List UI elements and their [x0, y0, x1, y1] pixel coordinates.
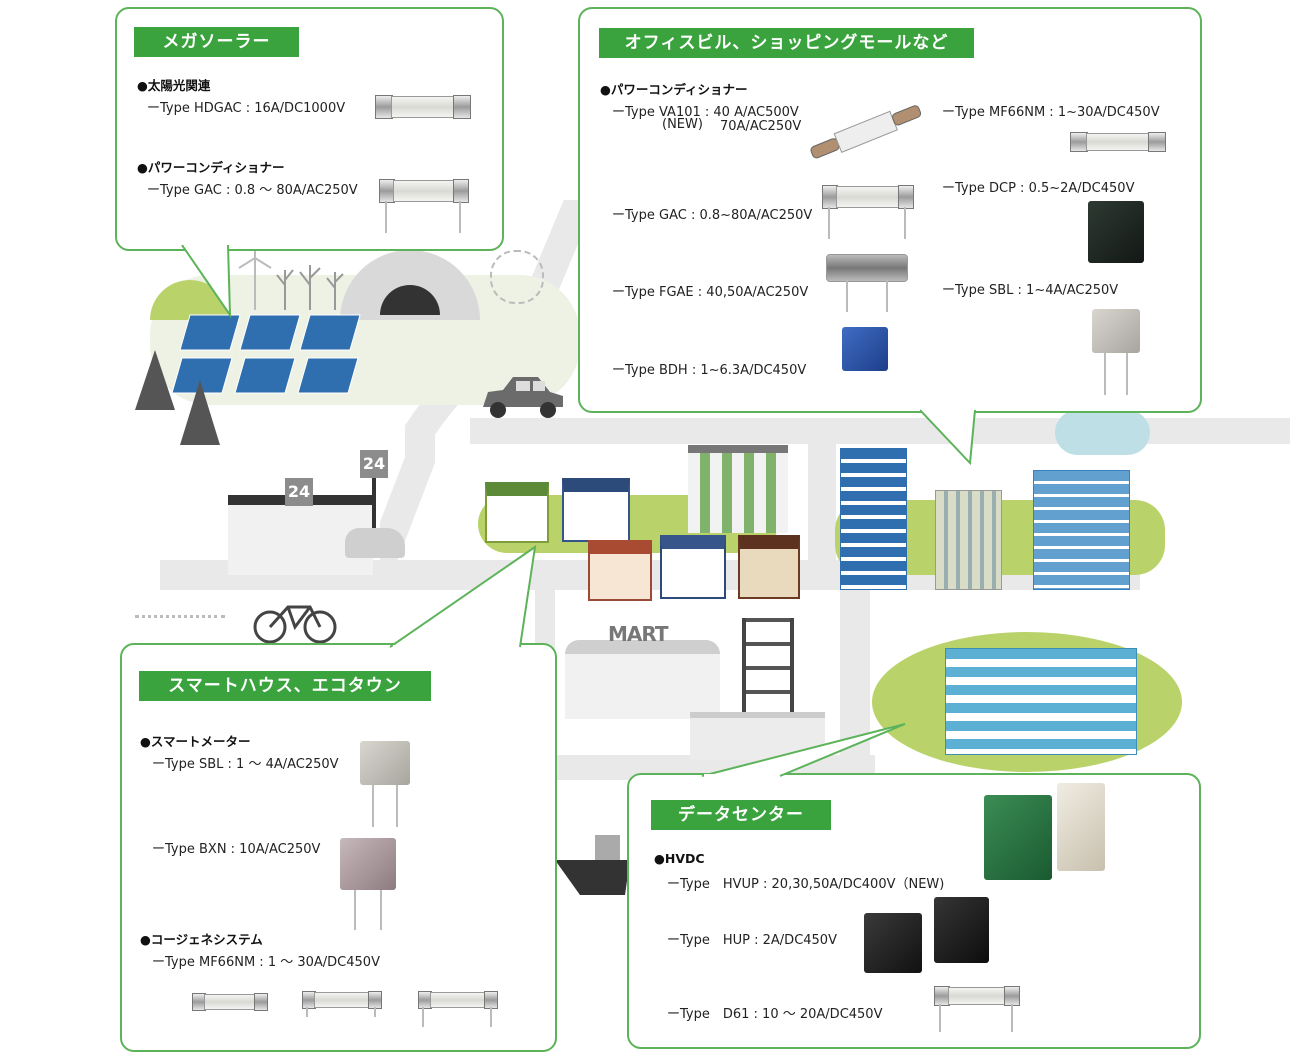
- store-sign: 24: [285, 478, 313, 506]
- fuse-leg: [1104, 353, 1106, 395]
- section-heading: ●HVDC: [654, 851, 705, 866]
- house-icon: [485, 482, 549, 543]
- fuse-icon: [934, 985, 1020, 1035]
- type-va101: ーType VA101 : 40 A/AC500V: [612, 105, 799, 120]
- building-icon: [840, 448, 907, 590]
- fuse-icon: [984, 795, 1052, 880]
- fuse-icon: [379, 177, 469, 237]
- bicycle-icon: [253, 605, 337, 644]
- fuse-leg: [372, 785, 374, 827]
- type-sbl: ーType SBL : 1~4A/AC250V: [942, 283, 1119, 298]
- smart-house-title: スマートハウス、エコタウン: [139, 671, 431, 701]
- fuse-leg: [354, 890, 356, 930]
- fuse-icon: [810, 105, 922, 159]
- office-title: オフィスビル、ショッピングモールなど: [599, 28, 974, 58]
- mega-solar-panel: メガソーラー ●太陽光関連 ーType HDGAC : 16A/DC1000V …: [115, 7, 504, 251]
- office-panel: オフィスビル、ショッピングモールなど ●パワーコンディショナー ーType VA…: [578, 7, 1202, 413]
- type-gac: ーType GAC : 0.8~80A/AC250V: [612, 208, 813, 223]
- type-sbl: ーType SBL : 1 ～ 4A/AC250V: [152, 757, 339, 772]
- section-heading: ●太陽光関連: [137, 78, 211, 93]
- data-center-panel: データセンター ●HVDC ーType HVUP : 20,30,50A/DC4…: [627, 773, 1201, 1049]
- building-icon: [935, 490, 1002, 590]
- type-hdgac: ーType HDGAC : 16A/DC1000V: [147, 101, 346, 116]
- mart-sign: MART: [608, 622, 669, 646]
- fuse-icon: [1092, 309, 1140, 353]
- section-heading: ●スマートメーター: [140, 734, 251, 749]
- type-gac: ーType GAC : 0.8 ～ 80A/AC250V: [147, 183, 358, 198]
- mega-solar-title: メガソーラー: [134, 27, 299, 57]
- type-bdh: ーType BDH : 1~6.3A/DC450V: [612, 363, 807, 378]
- fuse-icon: [934, 897, 989, 963]
- section-heading: ●パワーコンディショナー: [137, 160, 285, 175]
- fuse-leg: [1126, 353, 1128, 395]
- fuse-icon: [1070, 131, 1166, 152]
- store-pole-sign: 24: [360, 450, 388, 478]
- bare-trees-icon: [276, 265, 344, 310]
- mart-building: [565, 640, 720, 719]
- smart-house-pointer: [389, 545, 537, 649]
- house-icon: [660, 535, 726, 599]
- smart-house-panel: スマートハウス、エコタウン ●スマートメーター ーType SBL : 1 ～ …: [120, 643, 557, 1052]
- fuse-icon: [864, 913, 922, 973]
- fuse-leg: [396, 785, 398, 827]
- fuse-icon: [418, 990, 498, 1030]
- fuse-icon: [375, 93, 471, 119]
- type-dcp: ーType DCP : 0.5~2A/DC450V: [942, 181, 1135, 196]
- fuse-icon: [360, 741, 410, 785]
- type-hvup: ーType HVUP : 20,30,50A/DC400V（NEW): [667, 877, 945, 892]
- fuse-leg: [380, 890, 382, 930]
- house-icon: [562, 478, 630, 542]
- parked-car-icon: [345, 528, 405, 558]
- section-heading: ●パワーコンディショナー: [600, 82, 748, 97]
- drone-icon: [135, 615, 225, 638]
- type-mf66nm: ーType MF66NM : 1~30A/DC450V: [942, 105, 1160, 120]
- tree-icon: [135, 350, 220, 445]
- cloud-icon: [1055, 410, 1150, 455]
- fuse-icon: [842, 327, 888, 371]
- fuse-icon: [192, 992, 268, 1011]
- type-mf66nm: ーType MF66NM : 1 ～ 30A/DC450V: [152, 955, 380, 970]
- building-icon: [1033, 470, 1130, 590]
- fuse-icon: [1088, 201, 1144, 263]
- fuse-icon: [1057, 783, 1105, 871]
- type-d61: ーType D61 : 10 ～ 20A/DC450V: [667, 1007, 883, 1022]
- fuse-icon: [826, 254, 910, 314]
- road-horizontal-top: [470, 418, 1290, 444]
- type-bxn: ーType BXN : 10A/AC250V: [152, 842, 321, 857]
- fuse-icon: [822, 183, 914, 243]
- fuse-icon: [302, 990, 382, 1020]
- section-heading: ●コージェネシステム: [140, 932, 263, 947]
- type-fgae: ーType FGAE : 40,50A/AC250V: [612, 285, 809, 300]
- type-va101-new: (NEW): [662, 117, 703, 132]
- road-vertical-center: [808, 430, 836, 590]
- store-sign-pole: [372, 478, 376, 538]
- type-hup: ーType HUP : 2A/DC450V: [667, 933, 837, 948]
- office-pointer: [920, 408, 976, 466]
- type-va101-line2: 70A/AC250V: [720, 119, 802, 134]
- datacenter-building: [945, 648, 1137, 755]
- lightbulb-icon: [490, 250, 544, 304]
- solar-panel-icon: [171, 314, 361, 394]
- data-center-title: データセンター: [651, 800, 831, 830]
- ship-icon: [555, 835, 630, 895]
- house-icon: [738, 535, 800, 599]
- fuse-icon: [340, 838, 396, 890]
- car-icon: [483, 377, 563, 418]
- apartment-building: [688, 445, 788, 533]
- mega-solar-pointer: [181, 245, 232, 319]
- house-icon: [588, 540, 652, 601]
- data-center-pointer: [701, 723, 906, 778]
